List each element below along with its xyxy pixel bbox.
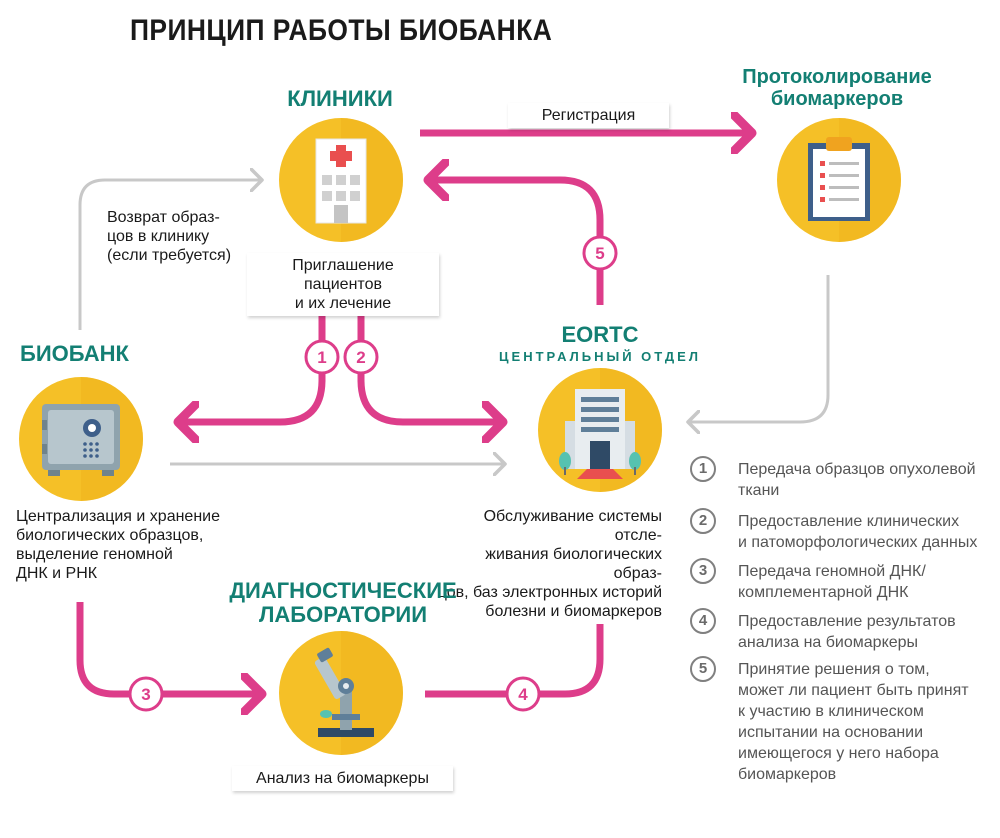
step-4-arrow bbox=[425, 598, 600, 698]
biobank-title: БИОБАНК bbox=[20, 341, 129, 366]
step-badge-5: 5 bbox=[582, 235, 618, 271]
step-badge-4: 4 bbox=[505, 676, 541, 712]
legend-item-1: 1 Передача образцов опухолевой ткани bbox=[690, 456, 990, 506]
page-title: ПРИНЦИП РАБОТЫ БИОБАНКА bbox=[130, 14, 553, 47]
hospital-icon bbox=[279, 118, 403, 242]
step-badge-3: 3 bbox=[128, 676, 164, 712]
svg-text:2: 2 bbox=[356, 348, 365, 367]
clinics-caption: Приглашение пациентов и их лечение bbox=[247, 253, 439, 316]
labs-caption: Анализ на биомаркеры bbox=[232, 766, 453, 791]
protocol-title: Протоколирование биомаркеров bbox=[742, 66, 932, 110]
legend-number-1: 1 bbox=[690, 456, 716, 482]
step-badge-1: 1 bbox=[304, 339, 340, 375]
biobank-caption: Централизация и хранение биологических о… bbox=[10, 504, 244, 586]
registration-label: Регистрация bbox=[508, 103, 669, 128]
protocol-to-eortc-arrow bbox=[688, 275, 830, 422]
legend-text-2: Предоставление клинических и патоморфоло… bbox=[738, 513, 978, 551]
legend-item-2: 2 Предоставление клинических и патоморфо… bbox=[690, 508, 990, 558]
clinics-title: КЛИНИКИ bbox=[287, 86, 393, 111]
microscope-icon bbox=[279, 631, 403, 755]
return-samples-label: Возврат образ- цов в клинику (если требу… bbox=[107, 209, 232, 264]
legend-item-3: 3 Передача геномной ДНК/ комплементарной… bbox=[690, 558, 990, 608]
legend-item-4: 4 Предоставление результатов анализа на … bbox=[690, 608, 990, 658]
step-2-arrow bbox=[357, 308, 503, 422]
svg-text:5: 5 bbox=[595, 244, 604, 263]
svg-text:1: 1 bbox=[317, 348, 326, 367]
safe-icon bbox=[19, 377, 143, 501]
return-samples-arrow bbox=[78, 180, 262, 330]
legend-number-2: 2 bbox=[690, 508, 716, 534]
eortc-title: EORTC bbox=[561, 322, 639, 347]
eortc-subtitle: ЦЕНТРАЛЬНЫЙ ОТДЕЛ bbox=[499, 349, 701, 364]
legend-text-3: Передача геномной ДНК/ комплементарной Д… bbox=[738, 563, 926, 601]
svg-text:4: 4 bbox=[518, 685, 528, 704]
legend-number-5: 5 bbox=[690, 656, 716, 682]
legend-text-5: Принятие решения о том, может ли пациент… bbox=[738, 661, 969, 783]
step-3-arrow bbox=[76, 602, 262, 694]
step-badge-2: 2 bbox=[343, 339, 379, 375]
legend-text-1: Передача образцов опухолевой ткани bbox=[738, 461, 976, 499]
office-building-icon bbox=[538, 368, 662, 492]
clipboard-icon bbox=[777, 118, 901, 242]
legend-number-3: 3 bbox=[690, 558, 716, 584]
eortc-caption: Обслуживание системы отсле- живания биол… bbox=[428, 504, 670, 624]
svg-text:3: 3 bbox=[141, 685, 150, 704]
legend-item-5: 5 Принятие решения о том, может ли пацие… bbox=[690, 656, 990, 796]
step-1-arrow bbox=[178, 308, 326, 422]
labs-title: ДИАГНОСТИЧЕСКИЕ ЛАБОРАТОРИИ bbox=[229, 578, 457, 627]
legend-text-4: Предоставление результатов анализа на би… bbox=[738, 613, 956, 651]
step-5-arrow bbox=[428, 180, 604, 305]
legend-number-4: 4 bbox=[690, 608, 716, 634]
